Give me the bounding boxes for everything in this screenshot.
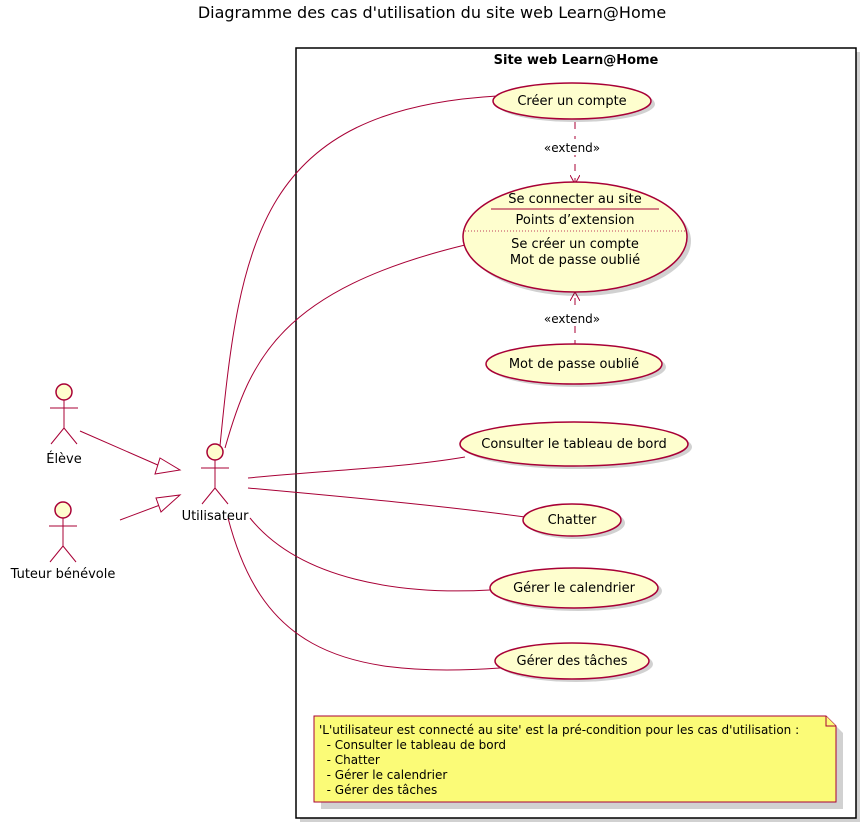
use-case-chatter: Chatter bbox=[522, 503, 625, 539]
note-line: - Consulter le tableau de bord bbox=[319, 738, 506, 752]
diagram-title: Diagramme des cas d'utilisation du site … bbox=[198, 3, 666, 22]
generalizations bbox=[79, 430, 182, 521]
assoc-tableau-bord bbox=[247, 456, 466, 479]
note-line: - Chatter bbox=[319, 753, 380, 767]
actor-eleve: Élève bbox=[46, 383, 82, 467]
use-case-label: Créer un compte bbox=[517, 94, 626, 109]
gen-tuteur-line bbox=[119, 504, 161, 521]
assoc-calendrier bbox=[249, 517, 491, 592]
assoc-creer-compte bbox=[219, 95, 498, 447]
extension-point: Se créer un compte bbox=[511, 237, 639, 252]
actor-label: Élève bbox=[46, 451, 82, 467]
use-case-label: Gérer des tâches bbox=[517, 654, 628, 669]
use-case-se-connecter: Se connecter au site Points d’extension … bbox=[462, 181, 691, 296]
extend-relations: «extend» «extend» bbox=[530, 122, 618, 347]
extension-points-header: Points d’extension bbox=[516, 213, 635, 228]
actor-label: Utilisateur bbox=[182, 509, 250, 524]
gen-eleve-line bbox=[79, 430, 161, 467]
gen-eleve-arrow bbox=[154, 457, 182, 475]
use-case-label: Consulter le tableau de bord bbox=[481, 437, 666, 452]
use-case-tableau-bord: Consulter le tableau de bord bbox=[459, 421, 692, 469]
extend-label-top: «extend» bbox=[544, 141, 600, 155]
gen-tuteur-arrow bbox=[155, 494, 182, 513]
extend-label-bottom: «extend» bbox=[544, 312, 600, 326]
assoc-chatter bbox=[247, 487, 526, 518]
precondition-note: 'L'utilisateur est connecté au site' est… bbox=[313, 715, 843, 809]
use-case-mdp-oublie: Mot de passe oublié bbox=[485, 343, 666, 387]
note-line: - Gérer le calendrier bbox=[319, 768, 447, 782]
use-case-label: Mot de passe oublié bbox=[509, 357, 639, 372]
use-case-taches: Gérer des tâches bbox=[494, 642, 653, 682]
actor-tuteur: Tuteur bénévole bbox=[10, 501, 116, 582]
actor-utilisateur: Utilisateur bbox=[182, 443, 250, 524]
assoc-taches bbox=[227, 517, 501, 671]
extension-point: Mot de passe oublié bbox=[510, 253, 640, 268]
note-line: 'L'utilisateur est connecté au site' est… bbox=[319, 723, 799, 737]
use-case-label: Gérer le calendrier bbox=[513, 581, 636, 596]
assoc-se-connecter bbox=[224, 244, 466, 449]
use-case-calendrier: Gérer le calendrier bbox=[489, 567, 662, 611]
associations bbox=[219, 95, 526, 671]
use-case-label: Se connecter au site bbox=[508, 192, 642, 207]
system-name: Site web Learn@Home bbox=[494, 53, 659, 68]
actor-label: Tuteur bénévole bbox=[10, 567, 116, 582]
use-case-creer-compte: Créer un compte bbox=[492, 82, 655, 122]
note-line: - Gérer des tâches bbox=[319, 783, 437, 797]
use-case-label: Chatter bbox=[548, 513, 597, 528]
